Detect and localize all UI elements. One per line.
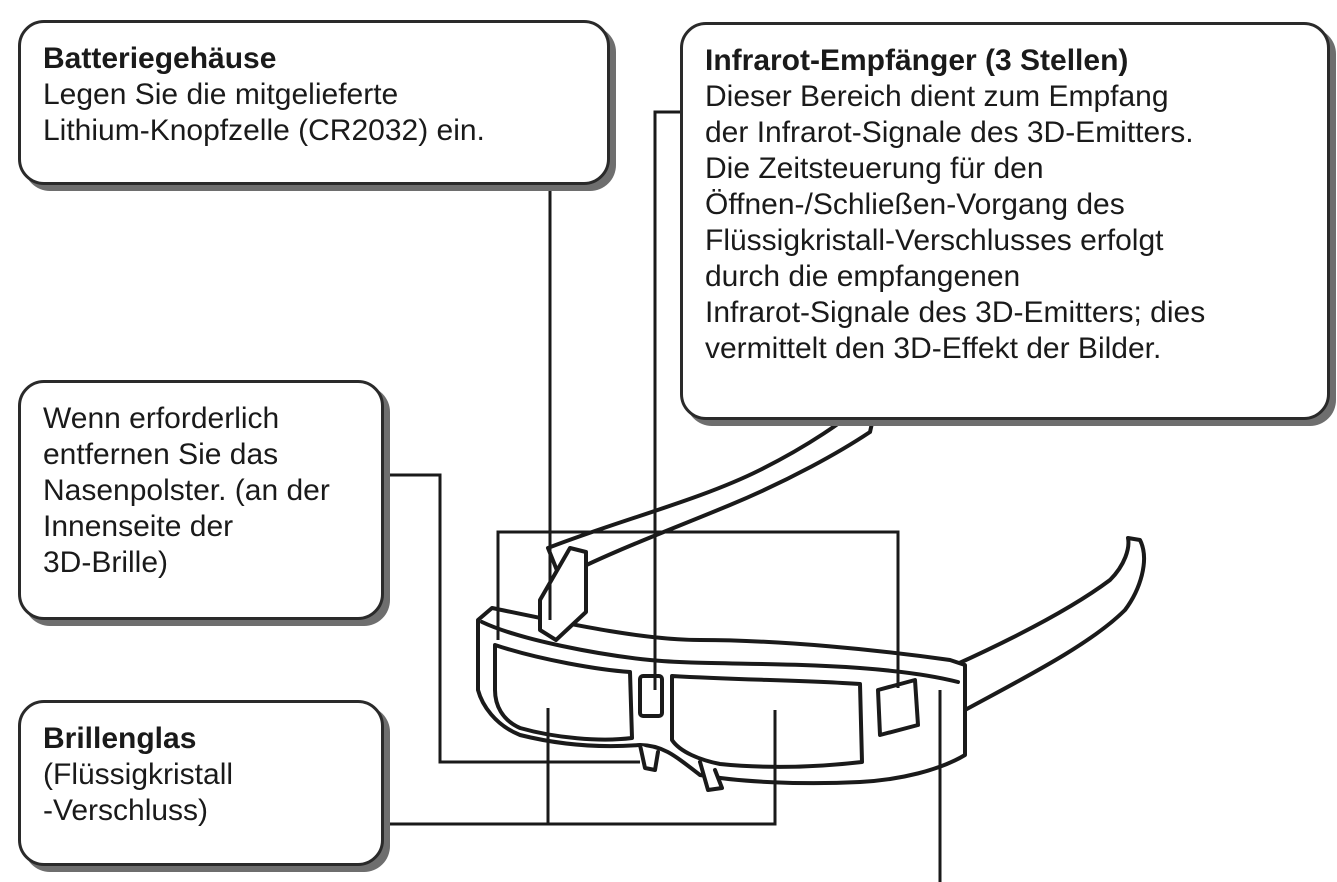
nose-pad-right xyxy=(698,760,724,792)
callout-lens-title: Brillenglas xyxy=(43,722,197,755)
frame-brow xyxy=(480,620,960,684)
callout-lens: Brillenglas (Flüssigkristall -Verschluss… xyxy=(18,700,384,866)
callout-nose-pad: Wenn erforderlich entfernen Sie das Nase… xyxy=(18,380,384,620)
callout-battery-text: Legen Sie die mitgelieferte Lithium-Knop… xyxy=(43,78,485,147)
callout-lens-text: (Flüssigkristall -Verschluss) xyxy=(43,758,234,827)
center-ir-receiver xyxy=(638,674,664,718)
leader-lines xyxy=(384,110,942,882)
callout-battery-title: Batteriegehäuse xyxy=(43,42,277,75)
leader-infrared-center xyxy=(653,110,680,690)
side-ir-receiver xyxy=(876,678,920,737)
callout-infrared-receiver: Infrarot-Empfänger (3 Stellen) Dieser Be… xyxy=(680,22,1330,420)
callout-infrared-text: Dieser Bereich dient zum Empfang der Inf… xyxy=(705,80,1206,365)
lens-right xyxy=(670,674,864,769)
left-temple-arm xyxy=(546,403,877,580)
callout-nose-pad-text: Wenn erforderlich entfernen Sie das Nase… xyxy=(43,402,330,579)
right-temple-arm xyxy=(953,536,1146,712)
callout-infrared-title: Infrarot-Empfänger (3 Stellen) xyxy=(705,44,1129,77)
glasses-illustration xyxy=(476,403,1146,792)
nose-pad-left xyxy=(638,743,660,772)
lens-left xyxy=(493,643,634,742)
callout-battery-housing: Batteriegehäuse Legen Sie die mitgeliefe… xyxy=(18,20,610,185)
leader-lens xyxy=(384,708,777,826)
leader-infrared-bracket xyxy=(496,530,900,688)
leader-nose-pad xyxy=(384,473,640,764)
